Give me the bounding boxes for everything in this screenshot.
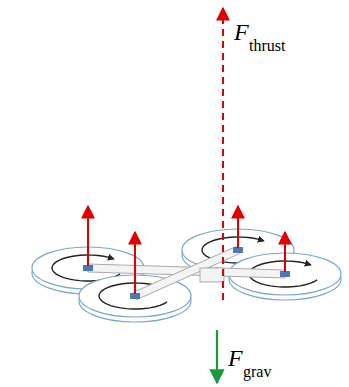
rotor-thrust-arrow	[284, 232, 286, 272]
frame-center	[200, 268, 224, 282]
force-subscript: grav	[243, 364, 271, 380]
force-subscript: thrust	[249, 38, 285, 54]
force-symbol: F	[234, 20, 249, 44]
rotor-thrust-arrow	[87, 206, 89, 266]
thrust-arrow	[222, 8, 224, 300]
rotor-group	[32, 206, 341, 322]
gravity-arrow	[216, 330, 218, 383]
rotor-thrust-arrow	[237, 206, 239, 248]
force-symbol: F	[228, 346, 243, 370]
rotor-thrust-arrow	[134, 232, 136, 294]
